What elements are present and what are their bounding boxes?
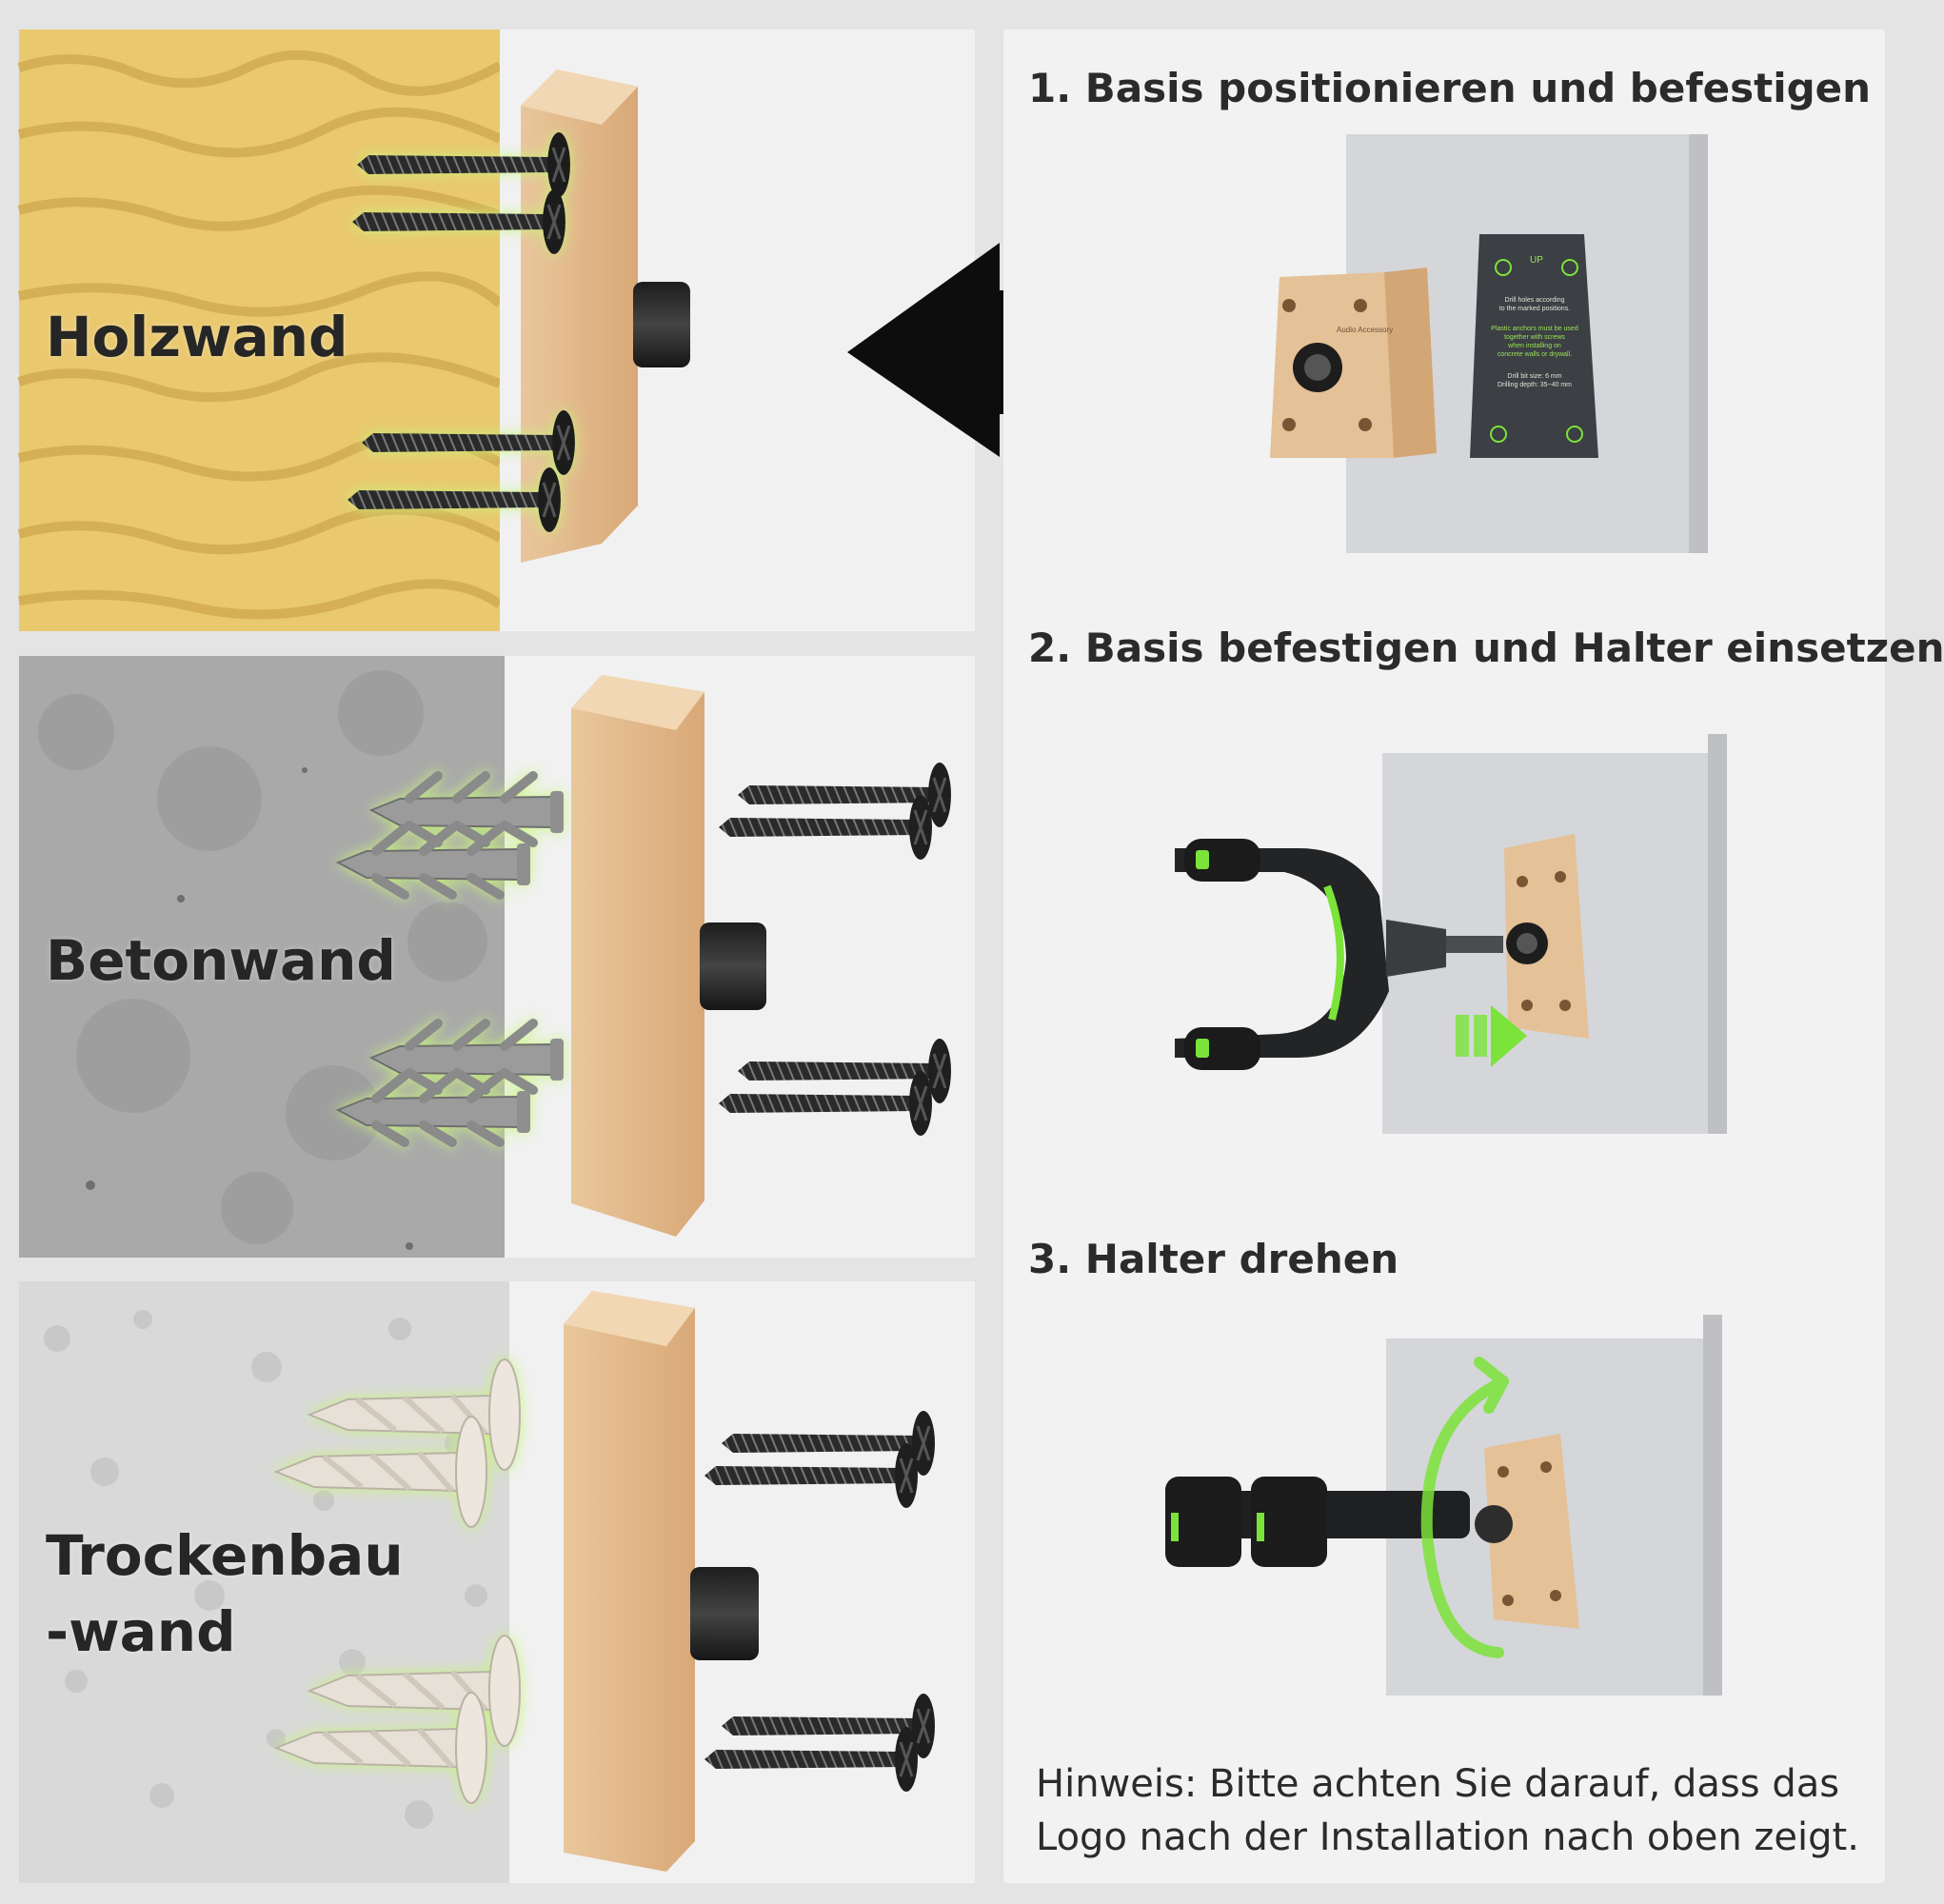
drywall-illustration xyxy=(19,1281,975,1883)
guitar-hanger-holder xyxy=(1175,839,1503,1070)
base-brand-text: Audio Accessory xyxy=(1337,326,1393,334)
step-2-illustration xyxy=(1175,734,1727,1134)
drywall-panel: Trockenbau -wand xyxy=(19,1281,975,1883)
template-line-5: when installing on xyxy=(1507,343,1561,349)
step-3-illustration xyxy=(1165,1315,1722,1696)
wall-label-concrete: Betonwand xyxy=(46,928,396,993)
wall-label-wood: Holzwand xyxy=(46,305,348,369)
drilling-template-sheet: UP Drill holes according to the marked p… xyxy=(1470,234,1598,458)
wooden-base-block xyxy=(1484,1434,1579,1629)
template-line-8: Drilling depth: 35~40 mm xyxy=(1498,382,1572,388)
installation-note: Hinweis: Bitte achten Sie darauf, dass d… xyxy=(1036,1762,1859,1859)
step-1-illustration: UP Drill holes according to the marked p… xyxy=(1270,134,1708,553)
wooden-base-block xyxy=(1504,834,1589,1039)
concrete-wall-illustration xyxy=(19,656,975,1258)
step-1-title: 1. Basis positionieren und befestigen xyxy=(1028,65,1872,111)
wooden-base-block: Audio Accessory xyxy=(1270,268,1437,458)
template-line-3: Plastic anchors must be used xyxy=(1491,326,1578,332)
wood-wall-illustration xyxy=(17,30,975,631)
step-2-title: 2. Basis befestigen und Halter einsetzen xyxy=(1028,625,1944,671)
rotate-arrow-icon xyxy=(1420,1357,1509,1658)
wall-label-drywall: Trockenbau -wand xyxy=(46,1523,404,1664)
template-line-2: to the marked positions. xyxy=(1499,306,1570,312)
template-line-7: Drill bit size: 6 mm xyxy=(1507,373,1561,380)
template-line-6: concrete walls or drywall. xyxy=(1498,351,1572,358)
template-up-label: UP xyxy=(1530,255,1543,266)
step-3-title: 3. Halter drehen xyxy=(1028,1236,1399,1282)
wood-wall-panel: Holzwand xyxy=(17,30,975,631)
installation-steps-panel: 1. Basis positionieren und befestigen UP… xyxy=(1003,30,1944,1883)
template-line-1: Drill holes according xyxy=(1504,297,1564,304)
template-line-4: together with screws xyxy=(1504,334,1565,341)
rotated-guitar-hanger-holder xyxy=(1165,1477,1513,1567)
insert-direction-arrow-icon xyxy=(1456,1005,1527,1067)
concrete-wall-panel: Betonwand xyxy=(19,656,975,1258)
